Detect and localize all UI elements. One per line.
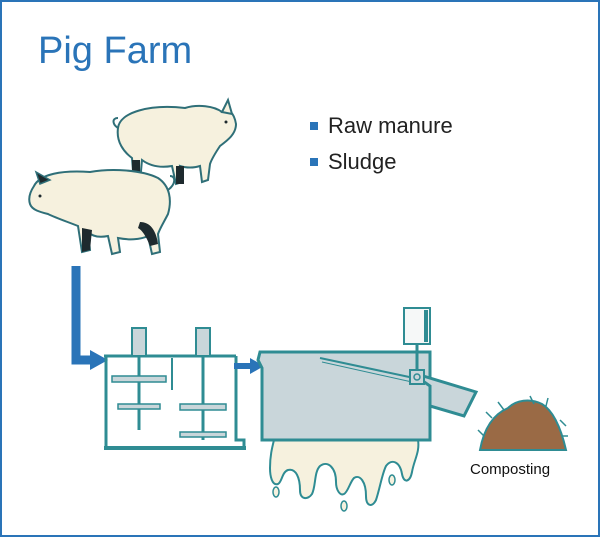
page-title: Pig Farm — [38, 30, 193, 72]
legend: Raw manure Sludge — [310, 108, 453, 180]
legend-label: Raw manure — [328, 113, 453, 138]
legend-bullet-icon — [310, 122, 318, 130]
raw-manure-flow-arrow — [71, 266, 108, 370]
legend-item-sludge: Sludge — [310, 144, 453, 180]
mixing-tank — [104, 327, 246, 450]
pig-front-icon — [28, 169, 176, 256]
legend-label: Sludge — [328, 149, 397, 174]
screw-separator — [256, 307, 479, 512]
transfer-arrow — [234, 358, 264, 374]
composting-label: Composting — [470, 461, 551, 478]
sludge-discharge-icon — [268, 439, 420, 506]
compost-pile-icon — [477, 395, 568, 451]
pig-back-icon — [112, 97, 238, 186]
legend-item-raw-manure: Raw manure — [310, 108, 453, 144]
legend-bullet-icon — [310, 158, 318, 166]
